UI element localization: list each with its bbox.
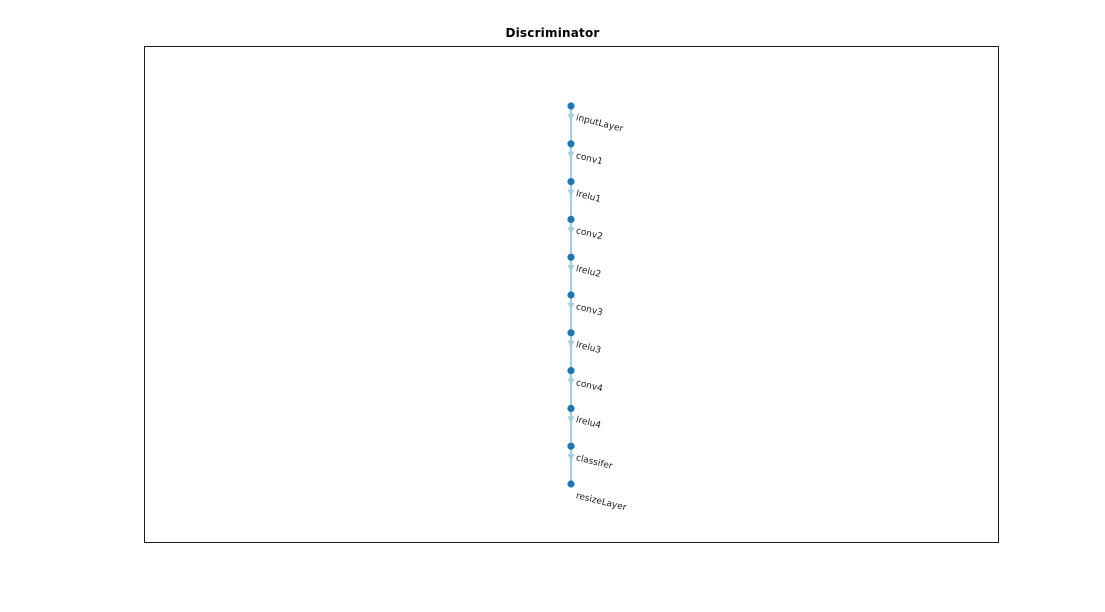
graph-edge bbox=[567, 332, 575, 371]
graph-edge bbox=[567, 181, 575, 220]
edge-arrowhead-icon bbox=[567, 189, 575, 197]
graph-node[interactable] bbox=[567, 329, 575, 337]
graph-node[interactable] bbox=[567, 140, 575, 148]
graph-node[interactable] bbox=[567, 253, 575, 261]
graph-node[interactable] bbox=[567, 442, 575, 450]
graph-edge bbox=[567, 446, 575, 484]
edge-arrowhead-icon bbox=[567, 151, 575, 159]
edge-arrowhead-icon bbox=[567, 302, 575, 310]
graph-edge bbox=[567, 408, 575, 447]
graph-edge bbox=[567, 143, 575, 182]
edge-arrowhead-icon bbox=[567, 340, 575, 348]
graph-nodes bbox=[567, 102, 575, 488]
graph-node[interactable] bbox=[567, 102, 575, 110]
graph-node[interactable] bbox=[567, 404, 575, 412]
graph-node[interactable] bbox=[567, 178, 575, 186]
graph-node[interactable] bbox=[567, 215, 575, 223]
graph-edge bbox=[567, 295, 575, 333]
graph-edges bbox=[567, 106, 575, 484]
graph-node[interactable] bbox=[567, 291, 575, 299]
edge-arrowhead-icon bbox=[567, 265, 575, 273]
graph-edge bbox=[567, 219, 575, 258]
plot-frame bbox=[144, 46, 999, 543]
graph-edge bbox=[567, 370, 575, 409]
page-title: Discriminator bbox=[505, 26, 600, 40]
graph-edge bbox=[567, 257, 575, 295]
edge-arrowhead-icon bbox=[567, 113, 575, 121]
edge-arrowhead-icon bbox=[567, 378, 575, 386]
edge-arrowhead-icon bbox=[567, 416, 575, 424]
graph-edge bbox=[567, 106, 575, 144]
graph-node[interactable] bbox=[567, 480, 575, 488]
edge-arrowhead-icon bbox=[567, 227, 575, 235]
graph-node[interactable] bbox=[567, 367, 575, 375]
edge-arrowhead-icon bbox=[567, 454, 575, 462]
